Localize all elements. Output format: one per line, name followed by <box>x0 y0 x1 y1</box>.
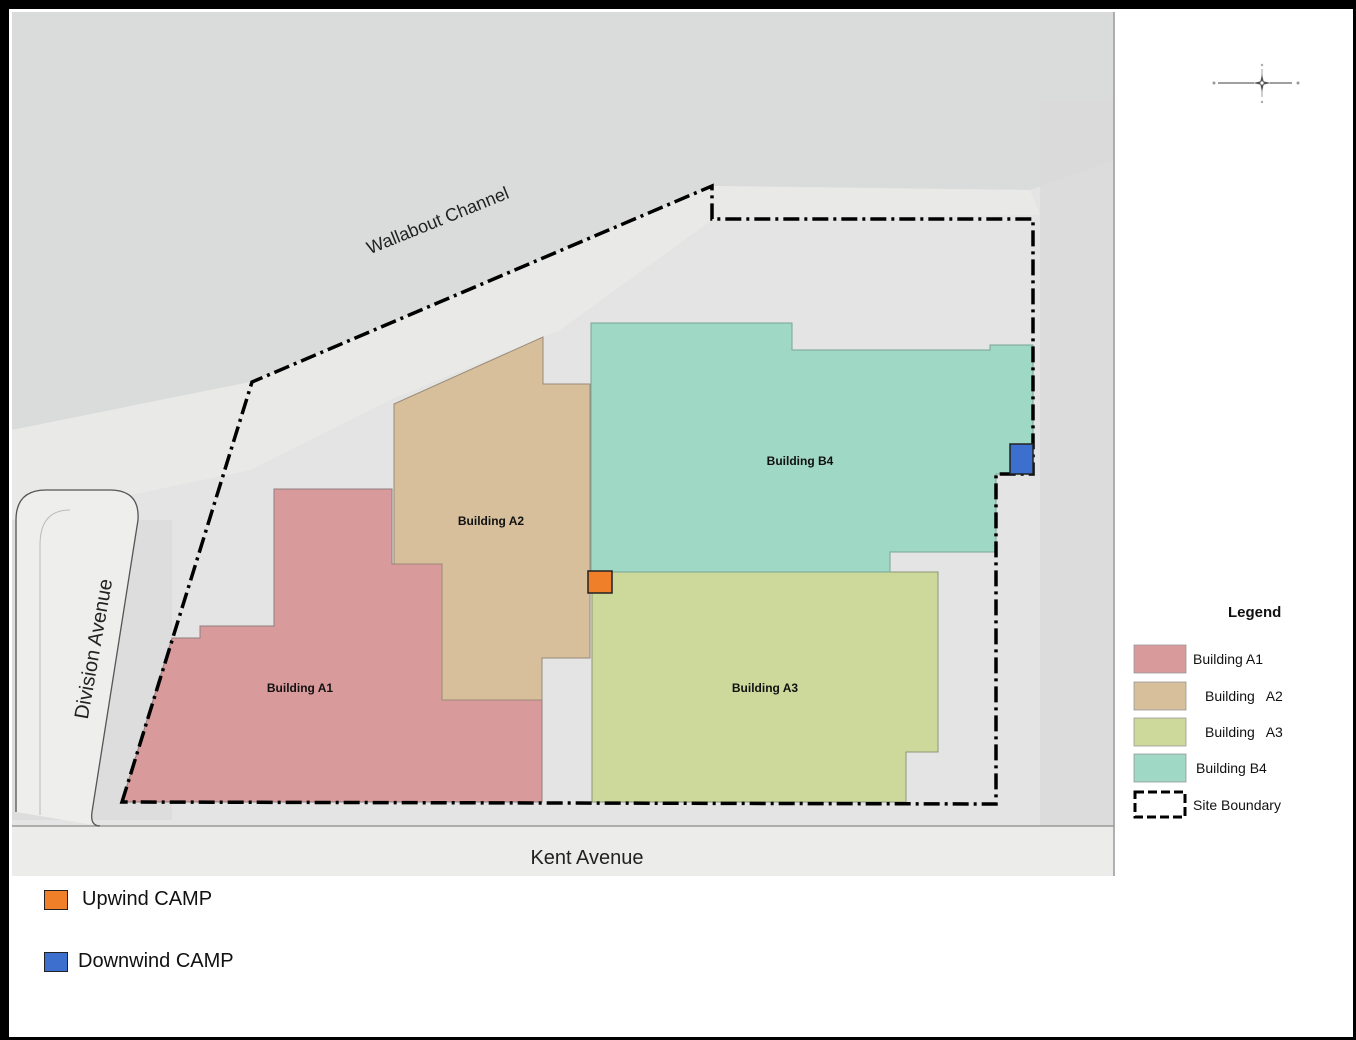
building-a2-label: Building A2 <box>458 514 525 528</box>
site-boundary <box>119 183 1035 806</box>
legend-swatch-building-b4 <box>1133 753 1187 783</box>
building-a2 <box>393 336 591 701</box>
legend-swatch-building-a2 <box>1133 681 1187 711</box>
downwind-camp-label: Downwind CAMP <box>78 950 234 972</box>
east-land-strip <box>1040 100 1114 876</box>
legend-label-building-a3: Building A3 <box>1205 724 1283 740</box>
downwind-camp-swatch <box>44 951 68 972</box>
compass-rose-icon <box>1212 63 1300 104</box>
legend-label-site-boundary: Site Boundary <box>1193 797 1281 813</box>
legend-label-building-a1: Building A1 <box>1193 651 1264 667</box>
legend-swatch-building-a1 <box>1133 644 1187 674</box>
downwind-camp-marker <box>1009 443 1034 475</box>
legend-swatch-site-boundary <box>1133 790 1187 819</box>
division-avenue-lane <box>39 509 71 815</box>
legend-label-building-a2: Building A2 <box>1205 688 1283 704</box>
downwind-camp-key: Downwind CAMP <box>44 950 234 973</box>
legend-panel <box>1114 12 1353 876</box>
division-avenue-road <box>15 489 139 827</box>
building-a3 <box>591 571 939 803</box>
upwind-camp-label: Upwind CAMP <box>82 888 213 910</box>
legend-title: Legend <box>1228 604 1282 621</box>
shoreline-band <box>12 186 1040 520</box>
building-a1-label: Building A1 <box>267 681 334 695</box>
building-b4 <box>590 322 1034 573</box>
upwind-camp-key: Upwind CAMP <box>44 888 212 911</box>
legend-swatch-building-a3 <box>1133 717 1187 747</box>
kent-avenue-label: Kent Avenue <box>530 847 643 869</box>
legend-label-building-b4: Building B4 <box>1196 760 1267 776</box>
building-a3-label: Building A3 <box>732 681 799 695</box>
building-b4-label: Building B4 <box>767 454 834 468</box>
water-area <box>12 12 1114 430</box>
upwind-camp-swatch <box>44 889 68 910</box>
upwind-camp-marker <box>587 570 613 594</box>
kent-avenue-road <box>12 826 1114 876</box>
